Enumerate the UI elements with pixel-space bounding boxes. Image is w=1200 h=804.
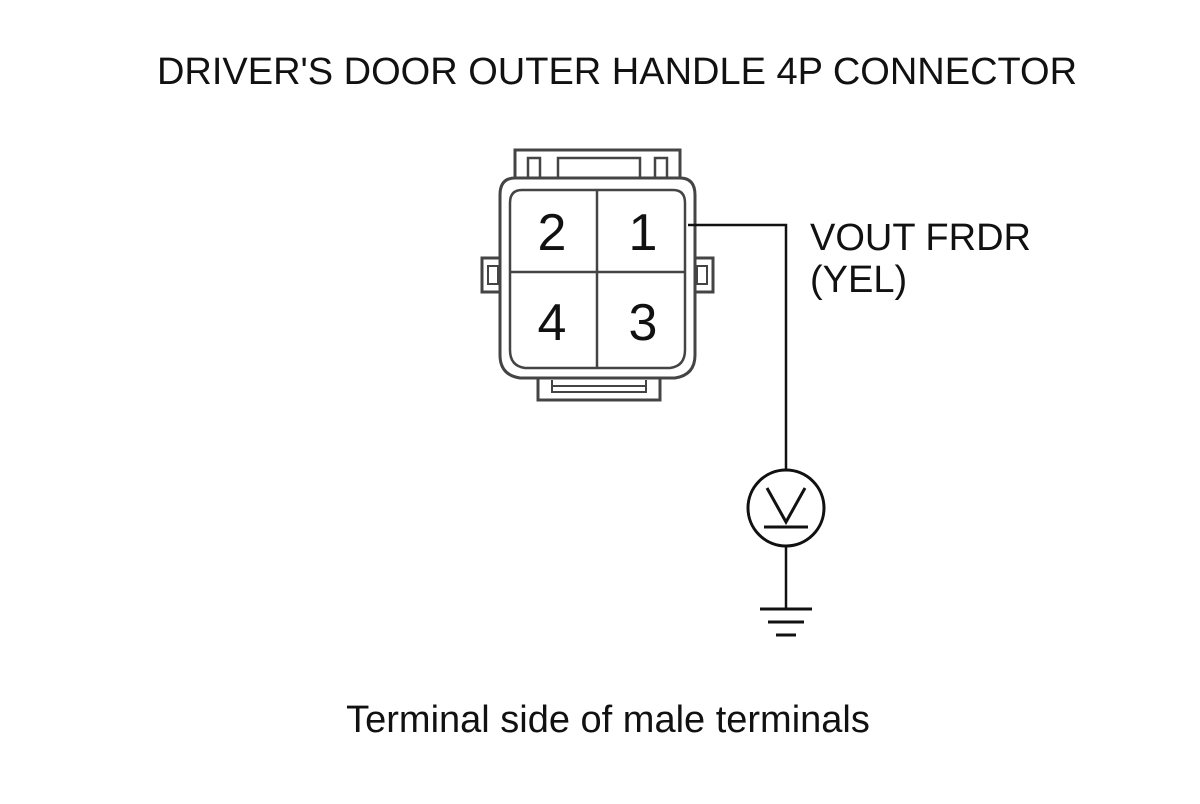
pin-4-label: 4 [538,294,567,352]
right-ear [695,256,715,294]
wire-signal-label: VOUT FRDR [810,217,1031,259]
diagram-caption: Terminal side of male terminals [346,699,870,741]
bottom-latch [536,378,662,402]
test-lead-wire [688,223,788,470]
ground-icon [760,607,812,637]
left-ear [480,256,500,294]
pin-3-label: 3 [629,294,658,352]
inner-shell [508,188,687,370]
diagram-title: DRIVER'S DOOR OUTER HANDLE 4P CONNECTOR [157,51,1077,93]
wire-color-label: (YEL) [810,259,907,301]
pin-1-label: 1 [629,204,658,262]
connector-housing [480,148,715,402]
pin-2-label: 2 [538,204,567,262]
top-latch [513,148,682,180]
voltmeter-icon [746,468,826,548]
